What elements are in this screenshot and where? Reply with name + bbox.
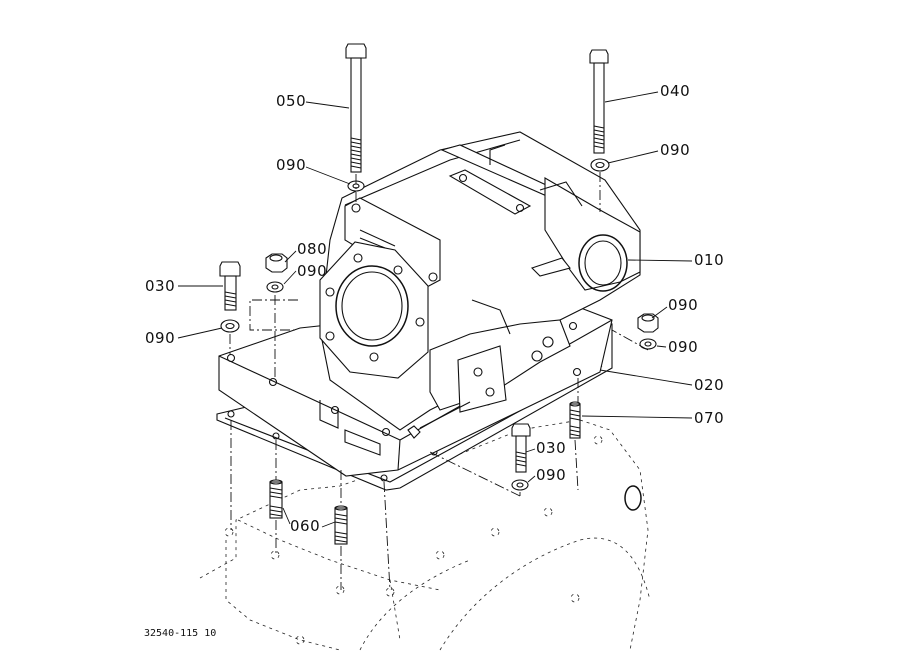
- nut-080a: [265, 253, 288, 273]
- washer-090f: [511, 479, 529, 491]
- stud-060a: [269, 479, 283, 519]
- hydraulic-housing-010: [319, 131, 641, 439]
- callout-080b: 090: [668, 296, 699, 314]
- callout-090e: 090: [668, 338, 699, 356]
- callout-060: 060: [290, 517, 321, 535]
- washer-090c: [220, 319, 240, 333]
- callout-070: 070: [694, 409, 725, 427]
- washer-090a: [347, 180, 365, 192]
- bolt-050: [345, 43, 367, 173]
- callout-030a: 030: [145, 277, 176, 295]
- bolt-030b: [511, 423, 531, 473]
- figure-code: 32540-115 10: [144, 628, 217, 639]
- leader-lines: [177, 91, 693, 528]
- washer-090d: [266, 281, 284, 293]
- callout-030b: 030: [536, 439, 567, 457]
- callout-080a: 080: [297, 240, 328, 258]
- callout-090f: 090: [536, 466, 567, 484]
- bolt-030a: [219, 261, 241, 311]
- washer-090b: [590, 158, 610, 172]
- alignment-lines: [229, 172, 649, 591]
- engine-block-outline: [199, 419, 651, 651]
- stud-070: [569, 401, 581, 439]
- callout-040: 040: [660, 82, 691, 100]
- callout-050: 050: [276, 92, 307, 110]
- callout-090a: 090: [276, 156, 307, 174]
- bolt-040: [589, 49, 609, 154]
- callout-010: 010: [694, 251, 725, 269]
- callout-020: 020: [694, 376, 725, 394]
- callout-090b: 090: [660, 141, 691, 159]
- stud-060b: [334, 505, 348, 545]
- callout-090c: 090: [145, 329, 176, 347]
- washer-090e: [639, 338, 657, 350]
- nut-080b: [637, 313, 659, 333]
- callout-090d: 090: [297, 262, 328, 280]
